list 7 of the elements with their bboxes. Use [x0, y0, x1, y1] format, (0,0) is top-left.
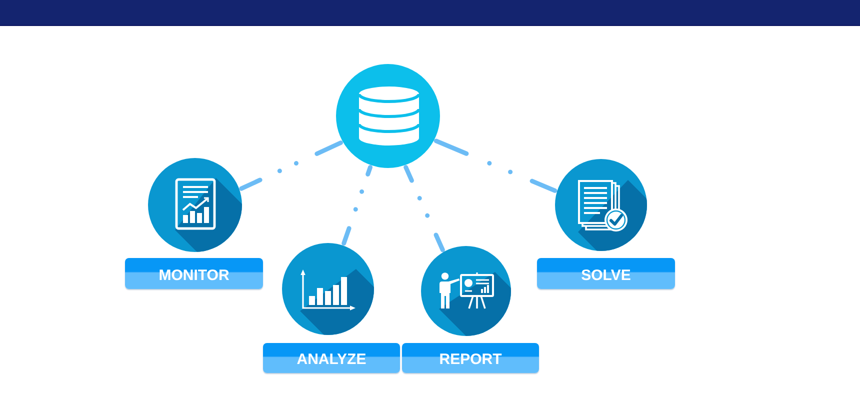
label-banner: SOLVE — [537, 258, 675, 289]
label-banner: MONITOR — [125, 258, 263, 289]
label-banner: ANALYZE — [263, 343, 400, 373]
dotted-connector — [237, 140, 346, 192]
label-banner: REPORT — [402, 343, 539, 373]
dotted-connector — [402, 162, 446, 254]
dotted-connector — [340, 162, 374, 248]
